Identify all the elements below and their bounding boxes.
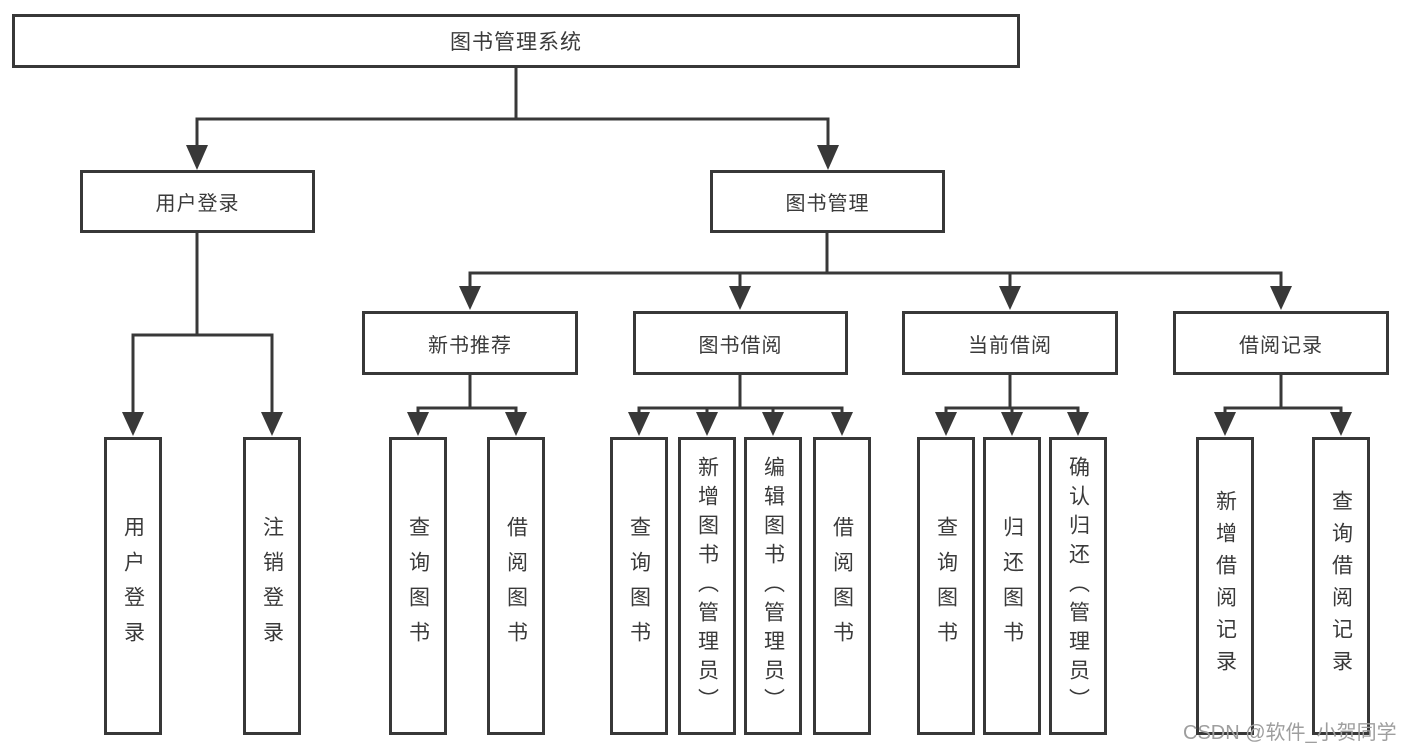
- node-label: 借阅记录: [1239, 334, 1323, 357]
- node-new-book-recommend: 新书推荐: [362, 311, 578, 375]
- leaf-confirm-return-admin: 确认归还（管理员）: [1049, 437, 1107, 735]
- leaf-label: 编辑图书（管理员）: [761, 455, 785, 717]
- leaf-label: 查询图书: [627, 516, 651, 656]
- leaf-logout: 注销登录: [243, 437, 301, 735]
- node-label: 图书管理系统: [450, 31, 582, 54]
- connector-root: [186, 68, 839, 170]
- leaf-label: 查询图书: [934, 516, 958, 656]
- leaf-query-books-recommend: 查询图书: [389, 437, 447, 735]
- connector-user-login: [122, 233, 283, 436]
- connector-book-borrow: [628, 375, 853, 436]
- leaf-edit-books-admin: 编辑图书（管理员）: [744, 437, 802, 735]
- leaf-label: 借阅图书: [830, 516, 854, 656]
- node-label: 新书推荐: [428, 334, 512, 357]
- leaf-label: 注销登录: [260, 516, 284, 656]
- leaf-query-borrow-record: 查询借阅记录: [1312, 437, 1370, 735]
- leaf-return-books: 归还图书: [983, 437, 1041, 735]
- leaf-label: 查询图书: [406, 516, 430, 656]
- leaf-label: 归还图书: [1000, 516, 1024, 656]
- leaf-add-borrow-record: 新增借阅记录: [1196, 437, 1254, 735]
- node-current-borrow: 当前借阅: [902, 311, 1118, 375]
- leaf-add-books-admin: 新增图书（管理员）: [678, 437, 736, 735]
- leaf-label: 确认归还（管理员）: [1066, 455, 1090, 717]
- node-book-borrow: 图书借阅: [633, 311, 848, 375]
- leaf-query-books-current: 查询图书: [917, 437, 975, 735]
- node-label: 图书借阅: [698, 334, 783, 357]
- node-label: 图书管理: [785, 193, 870, 215]
- leaf-query-books-borrow: 查询图书: [610, 437, 668, 735]
- connector-new-book: [407, 375, 527, 436]
- connector-borrow-records: [1214, 375, 1352, 436]
- leaf-label: 新增借阅记录: [1213, 490, 1237, 682]
- node-label: 用户登录: [155, 193, 240, 215]
- leaf-label: 用户登录: [121, 516, 145, 656]
- node-user-login-branch: 用户登录: [80, 170, 315, 233]
- leaf-label: 查询借阅记录: [1329, 490, 1353, 682]
- node-book-management-branch: 图书管理: [710, 170, 945, 233]
- connector-current-borrow: [935, 375, 1089, 436]
- leaf-borrow-books-recommend: 借阅图书: [487, 437, 545, 735]
- leaf-borrow-books: 借阅图书: [813, 437, 871, 735]
- csdn-watermark: CSDN @软件_小贺同学: [1183, 722, 1397, 744]
- node-label: 当前借阅: [968, 334, 1052, 357]
- leaf-label: 新增图书（管理员）: [695, 455, 719, 717]
- node-borrow-records: 借阅记录: [1173, 311, 1389, 375]
- connector-book-management: [459, 233, 1292, 310]
- leaf-user-login: 用户登录: [104, 437, 162, 735]
- leaf-label: 借阅图书: [504, 516, 528, 656]
- node-library-system: 图书管理系统: [12, 14, 1020, 68]
